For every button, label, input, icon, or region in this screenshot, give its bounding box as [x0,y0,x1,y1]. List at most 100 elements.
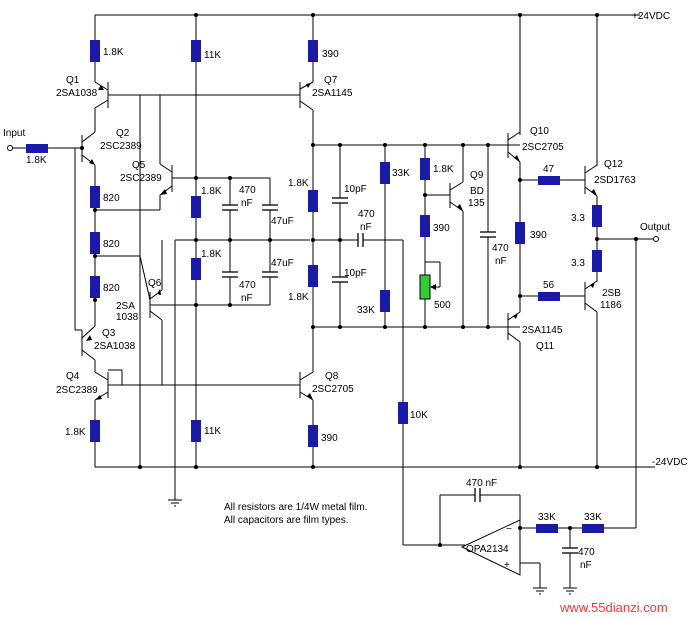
ground-left [168,499,182,507]
resistor-servo-a [536,524,558,533]
resistor-input-label: 1.8K [26,155,47,166]
output-terminal[interactable] [653,236,659,242]
transistor-q4 [94,371,122,401]
resistor-820-c-label: 820 [103,283,120,294]
resistor-q11-base [538,292,560,301]
cap-470nf-upper-label-1: 470 [239,185,256,196]
q9-name: Q9 [470,170,484,181]
q2-name: Q2 [116,128,130,139]
q9-part-2: 135 [468,198,485,209]
opamp-minus: − [506,524,512,535]
resistor-820-a [90,186,100,208]
q13-part-1: 2SB [602,288,621,299]
potentiometer-500[interactable] [419,274,431,300]
q12-part: 2SD1763 [594,175,636,186]
q13-part-2: 1186 [600,300,622,311]
q10-part: 2SC2705 [522,142,564,153]
resistor-33k-lower [380,290,390,312]
opamp-opa2134 [460,519,521,576]
resistor-mid-upper-label: 1.8K [288,178,309,189]
q11-part: 2SA1145 [522,325,563,336]
cap-470nf-lower-label-1: 470 [239,280,256,291]
resistor-820-b-label: 820 [103,239,120,250]
q1-part: 2SA1038 [56,88,98,99]
input-label: Input [3,128,25,139]
resistor-q9-upper [420,158,430,180]
resistor-q5-emitter-label: 1.8K [201,186,222,197]
q3-name: Q3 [102,328,116,339]
resistor-top-11k [191,40,201,62]
resistor-q9-390-label: 390 [433,223,450,234]
q1-name: Q1 [66,75,80,86]
q10-name: Q10 [530,126,549,137]
negative-rail-label: -24VDC [652,457,688,468]
input-terminal[interactable] [7,145,27,151]
q6-part-1: 2SA [116,301,135,312]
q5-part: 2SC2389 [120,173,162,184]
transistor-q12 [584,164,598,197]
resistor-q5-emitter [191,196,201,218]
potentiometer-500-label: 500 [434,300,451,311]
resistor-q10-390 [515,222,525,244]
transistor-q8 [299,371,314,401]
resistor-q8-emitter [308,425,318,447]
q8-part: 2SC2705 [312,384,354,395]
q7-name: Q7 [324,75,338,86]
resistor-q8-emitter-label: 390 [321,433,338,444]
resistor-q1-emitter-label: 1.8K [103,47,124,58]
note-resistors: All resistors are 1/4W metal film. [224,502,367,513]
q2-part: 2SC2389 [100,141,142,152]
cap-servo-fb-label: 470 nF [466,478,497,489]
output-label: Output [640,222,670,233]
ground-opamp [533,587,547,595]
opamp-plus: + [504,560,510,571]
resistor-mid-upper [308,190,318,212]
resistor-bottom-11k-label: 11K [204,426,221,437]
resistor-servo-b-label: 33K [584,512,602,523]
cap-47uf-upper-label: 47uF [271,216,294,227]
resistor-feedback-10k-label: 10K [410,410,428,421]
cap-47uf-lower-label: 47uF [271,258,294,269]
q5-name: Q5 [132,160,146,171]
q6-name: Q6 [148,278,162,289]
resistor-q7-emitter-label: 390 [322,49,339,60]
q4-part: 2SC2389 [56,385,98,396]
resistor-q6-emitter [191,258,201,280]
cap-470nf-lower-label-2: nF [241,293,253,304]
watermark: www.55dianzi.com [559,600,668,615]
cap-servo-filter-label-1: 470 [578,547,595,558]
cap-10pf-lower-label: 10pF [344,268,367,279]
opamp-part: OPA2134 [466,544,509,555]
resistor-out-upper-label: 3.3 [571,213,585,224]
transistor-q5 [159,163,196,196]
cap-q9-label-2: nF [495,256,507,267]
resistor-out-lower-label: 3.3 [571,258,585,269]
resistor-33k-upper [380,162,390,184]
resistor-33k-upper-label: 33K [392,168,410,179]
transistor-q2 [81,131,96,166]
transistor-q10 [507,131,521,163]
resistor-mid-lower [308,265,318,287]
transistor-q7 [299,81,314,111]
q11-name: Q11 [536,341,555,352]
resistor-input [26,144,48,153]
positive-rail-label: +24VDC [632,11,670,22]
resistor-servo-a-label: 33K [538,512,556,523]
resistor-q4-emitter-label: 1.8K [65,427,86,438]
resistor-q1-emitter [90,40,100,62]
ground-servo-filter [563,587,577,595]
resistor-feedback-10k [398,402,408,424]
resistor-q6-emitter-label: 1.8K [201,249,222,260]
resistor-33k-lower-label: 33K [357,305,375,316]
transistor-q13 [584,280,598,313]
resistor-q10-base-label: 47 [543,164,555,175]
resistor-q4-emitter [90,420,100,442]
resistor-820-b [90,232,100,254]
resistor-q10-390-label: 390 [530,230,547,241]
q6-part-2: 1038 [116,312,139,323]
resistor-out-upper [592,205,602,227]
cap-coupling-label-1: 470 [358,209,375,220]
transistor-q1 [94,81,122,109]
resistor-820-a-label: 820 [103,193,120,204]
q3-part: 2SA1038 [94,341,136,352]
